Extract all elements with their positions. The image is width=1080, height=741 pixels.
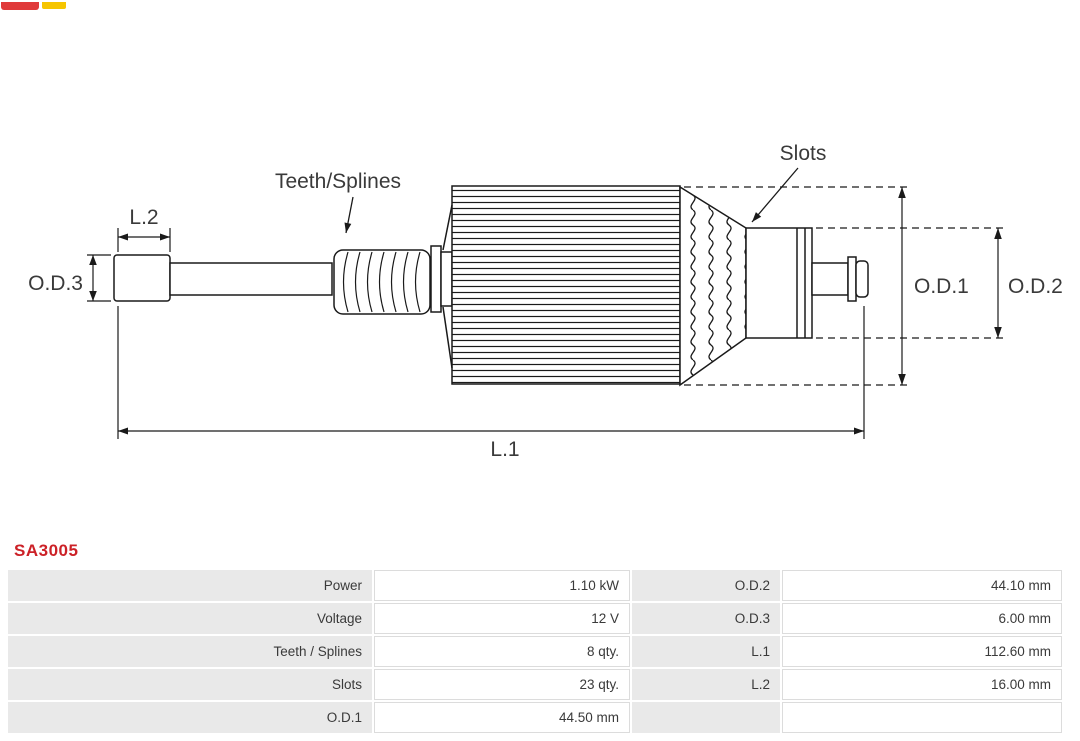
dimension-od1: O.D.1 xyxy=(684,186,969,386)
coil-end-bottom xyxy=(442,306,453,369)
spec-label: Slots xyxy=(8,669,372,700)
spec-value: 8 qty. xyxy=(374,636,630,667)
logo-red-shape xyxy=(1,0,39,10)
spline-hatching xyxy=(342,251,421,313)
spec-label: L.2 xyxy=(632,669,780,700)
left-shaft-end xyxy=(113,254,171,302)
spec-value: 1.10 kW xyxy=(374,570,630,601)
commutator-risers xyxy=(679,185,747,387)
spec-label: O.D.1 xyxy=(8,702,372,733)
slots-arrowhead xyxy=(752,212,762,222)
dimension-od2: O.D.2 xyxy=(816,227,1063,339)
brand-logo xyxy=(0,0,70,11)
spec-value: 112.60 mm xyxy=(782,636,1062,667)
collar-outer xyxy=(430,245,442,313)
commutator xyxy=(745,227,813,339)
od3-label: O.D.3 xyxy=(28,272,83,295)
spec-label: Power xyxy=(8,570,372,601)
spec-label: L.1 xyxy=(632,636,780,667)
spec-value: 12 V xyxy=(374,603,630,634)
spec-value xyxy=(782,702,1062,733)
spec-label xyxy=(632,702,780,733)
armature-diagram-svg: Slots Teeth/Splines L.2 O.D.3 O.D.1 xyxy=(28,142,1063,461)
dimension-l1: L.1 xyxy=(117,306,865,461)
spec-label: O.D.2 xyxy=(632,570,780,601)
od1-label: O.D.1 xyxy=(914,275,969,298)
shaft-left xyxy=(169,262,333,296)
end-journal xyxy=(855,260,869,298)
l2-label: L.2 xyxy=(129,206,158,229)
coil-end-top xyxy=(442,204,453,251)
spec-label: O.D.3 xyxy=(632,603,780,634)
part-number[interactable]: SA3005 xyxy=(14,541,79,560)
spec-value: 16.00 mm xyxy=(782,669,1062,700)
slots-label: Slots xyxy=(780,142,827,165)
end-journal-groove xyxy=(847,256,857,302)
spec-value: 23 qty. xyxy=(374,669,630,700)
spec-label: Teeth / Splines xyxy=(8,636,372,667)
logo-yellow-shape xyxy=(42,0,66,9)
spec-value: 44.10 mm xyxy=(782,570,1062,601)
slots-arrow-line xyxy=(751,167,799,223)
shaft-right xyxy=(811,262,849,296)
callout-teeth-splines: Teeth/Splines xyxy=(275,170,401,234)
od2-label: O.D.2 xyxy=(1008,275,1063,298)
spec-table: Power 1.10 kW O.D.2 44.10 mm Voltage 12 … xyxy=(8,570,1062,733)
l1-label: L.1 xyxy=(490,438,519,461)
teeth-splines-label: Teeth/Splines xyxy=(275,170,401,193)
callout-slots: Slots xyxy=(751,142,827,223)
armature-diagram: Slots Teeth/Splines L.2 O.D.3 O.D.1 xyxy=(28,142,1063,461)
brand-logo-shapes xyxy=(1,0,66,10)
teeth-arrowhead xyxy=(344,222,352,233)
dimension-od3: O.D.3 xyxy=(28,254,111,302)
dimension-l2: L.2 xyxy=(117,206,171,252)
spline-section xyxy=(333,249,431,315)
spec-value: 44.50 mm xyxy=(374,702,630,733)
armature-core xyxy=(451,185,681,385)
spec-label: Voltage xyxy=(8,603,372,634)
spec-value: 6.00 mm xyxy=(782,603,1062,634)
collar-inner xyxy=(440,251,453,307)
armature-body xyxy=(113,185,869,387)
